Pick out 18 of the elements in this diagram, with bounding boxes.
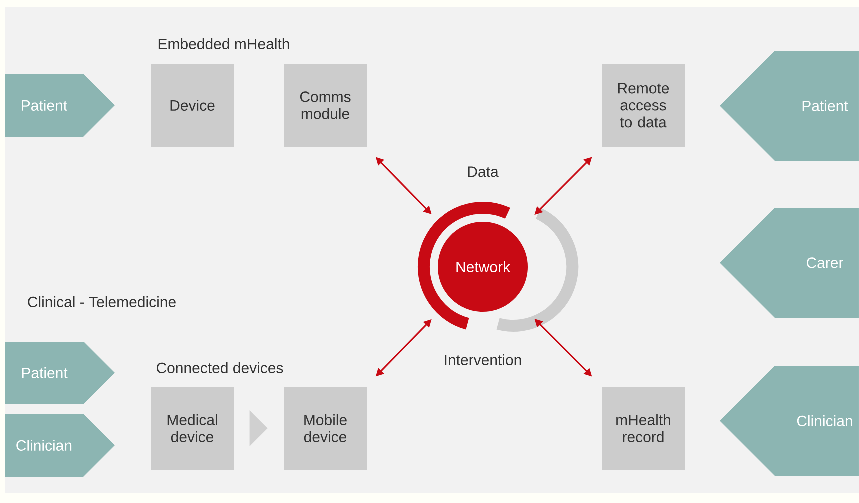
process-box: Comms module xyxy=(284,64,367,147)
actor-tag: Patient xyxy=(5,342,115,404)
process-box: Mobile device xyxy=(284,387,367,470)
process-box: Device xyxy=(151,64,234,147)
section-label: Data xyxy=(468,166,499,178)
section-label: Intervention xyxy=(445,354,522,366)
process-box: Remote access to data xyxy=(602,64,685,147)
section-label: Connected devices xyxy=(157,362,284,374)
actor-tag: Clinician xyxy=(5,414,115,477)
actor-tag: Carer xyxy=(720,208,859,318)
section-label: Embedded mHealth xyxy=(158,38,290,50)
actor-tag: Patient xyxy=(720,51,859,161)
section-label: Clinical - Telemedicine xyxy=(28,296,176,308)
actor-tag: Patient xyxy=(5,74,115,137)
process-box: Medical device xyxy=(151,387,234,470)
chevron-arrow xyxy=(250,410,268,446)
actor-tag: Clinician xyxy=(720,366,859,476)
process-box: mHealth record xyxy=(602,387,685,470)
